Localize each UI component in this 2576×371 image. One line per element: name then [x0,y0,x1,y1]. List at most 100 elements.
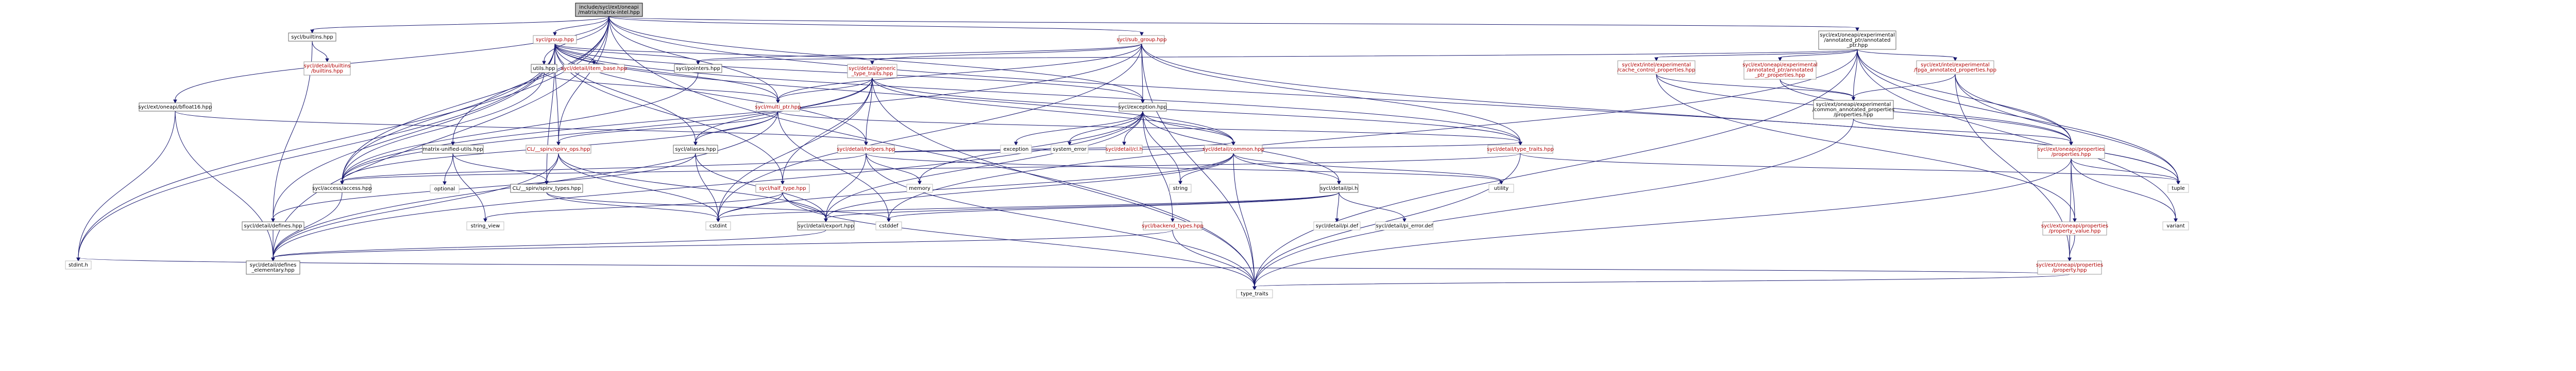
edge-backend-types-to-defines-elementary [273,229,1173,258]
node-root[interactable]: include/sycl/ext/oneapi/matrix/matrix-in… [575,3,643,17]
node-builtins[interactable]: sycl/builtins.hpp [288,32,336,42]
node-pointers[interactable]: sycl/pointers.hpp [674,64,722,73]
edge-matrix-unified-utils-to-string-view [452,153,486,219]
node-sub-group[interactable]: sycl/sub_group.hpp [1117,35,1167,44]
edge-oneapi-properties-to-type-traits [1254,158,2072,287]
edge-arrowhead [776,99,780,104]
node-spirv-types[interactable]: CL/__spirv/spirv_types.hpp [510,184,583,193]
node-box [1488,184,1514,193]
edge-detail-common-to-export [825,153,1234,219]
edge-arrowhead [1014,142,1018,146]
node-box [1375,221,1434,231]
node-label: sycl/ext/oneapi/properties [2041,223,2108,229]
edge-property-to-cstdint-h [78,257,2070,275]
node-annotated-ptr[interactable]: sycl/ext/oneapi/experimental/annotated_p… [1818,30,1896,50]
edge-arrowhead [696,61,700,65]
node-cl-h[interactable]: sycl/detail/cl.h [1106,145,1143,154]
node-box [1204,145,1263,154]
node-label: cstdint [709,223,727,229]
node-matrix-unified-utils[interactable]: matrix-unified-utils.hpp [422,145,484,154]
edge-fpga-props-to-common-props [1853,74,1956,98]
edge-multi-ptr-to-spirv-ops [558,111,778,143]
edge-helpers-to-memory [866,153,920,182]
node-label: /builtins.hpp [311,68,343,74]
edge-group-to-access [342,43,555,182]
node-detail-defines[interactable]: sycl/detail/defines.hpp [242,221,304,231]
edge-annotated-ptr-to-cstddef [888,49,1858,219]
node-type-traits-hpp[interactable]: sycl/detail/type_traits.hpp [1487,145,1554,154]
node-box [1813,100,1894,119]
edge-sub-group-to-multi-ptr [777,43,1142,100]
edge-generic-type-traits-to-type-traits-hpp [872,77,1521,143]
node-cache-control[interactable]: sycl/ext/intel/experimental/cache_contro… [1617,60,1696,75]
edge-arrowhead [443,181,447,186]
node-annotated-ptr-props[interactable]: sycl/ext/oneapi/experimental/annotated_p… [1742,60,1818,80]
edge-half-type-to-export [782,192,826,219]
node-box [466,221,504,231]
edge-arrowhead [1122,142,1126,146]
node-detail-builtins[interactable]: sycl/detail/builtins/builtins.hpp [303,61,351,76]
node-aliases[interactable]: sycl/aliases.hpp [673,145,718,154]
edge-type-traits-hpp-to-type-traits [1254,153,1521,287]
node-common-props[interactable]: sycl/ext/oneapi/experimental/common_anno… [1812,100,1894,119]
edge-fpga-props-to-tuple [1955,74,2179,182]
node-optional: optional [430,184,460,193]
node-label: sycl/exception.hpp [1118,104,1167,110]
edge-helpers-to-export [825,153,867,219]
node-cstdint: cstdint [705,221,731,231]
node-label: matrix-unified-utils.hpp [422,147,483,152]
node-exception[interactable]: sycl/exception.hpp [1118,102,1167,112]
node-box [674,64,722,73]
node-string-view: string_view [466,221,504,231]
node-box [242,221,304,231]
node-oneapi-properties[interactable]: sycl/ext/oneapi/properties/properties.hp… [2037,145,2105,159]
node-label: sycl/multi_ptr.hpp [755,104,801,110]
node-label: CL/__spirv/spirv_ops.hpp [527,147,590,152]
node-generic-type-traits[interactable]: sycl/detail/generic_type_traits.hpp [847,64,897,78]
node-item-base[interactable]: sycl/detail/item_base.hpp [561,64,627,73]
node-fpga-props[interactable]: sycl/ext/intel/experimental/fpga_annotat… [1914,60,1996,75]
node-helpers[interactable]: sycl/detail/helpers.hpp [837,145,895,154]
node-property[interactable]: sycl/ext/oneapi/properties/property.hpp [2036,260,2103,275]
node-label: sycl/group.hpp [536,37,574,43]
node-export[interactable]: sycl/detail/export.hpp [797,221,855,231]
node-backend-types[interactable]: sycl/backend_types.hpp [1142,221,1204,231]
node-property-value[interactable]: sycl/ext/oneapi/properties/property_valu… [2041,221,2108,236]
edge-group-to-detail-defines [273,43,555,219]
node-pi-h[interactable]: sycl/detail/pi.h [1319,184,1359,193]
node-box [531,64,557,73]
edge-sub-group-to-tuple [1141,43,2179,182]
node-label: sycl/half_type.hpp [759,186,806,191]
edge-detail-common-to-pi-h [1233,153,1340,182]
node-bfloat16[interactable]: sycl/ext/oneapi/bfloat16.hpp [139,102,212,112]
edge-arrowhead [173,99,177,104]
edge-arrowhead [2069,142,2073,146]
node-exception-std: exception [1000,145,1032,154]
node-label: sycl/detail/type_traits.hpp [1487,147,1554,152]
edge-multi-ptr-to-aliases [695,111,778,143]
node-defines-elementary[interactable]: sycl/detail/defines_elementary.hpp [246,260,300,275]
edge-sub-group-to-type-traits [1141,43,1255,287]
node-spirv-ops[interactable]: CL/__spirv/spirv_ops.hpp [526,145,591,154]
node-box [1313,221,1361,231]
node-access[interactable]: sycl/access/access.hpp [312,184,372,193]
edge-arrowhead [2176,181,2180,185]
node-box [756,102,800,112]
edge-oneapi-properties-to-tuple [2071,158,2179,182]
node-box [563,64,625,73]
node-half-type[interactable]: sycl/half_type.hpp [755,184,810,193]
edge-arrowhead [2174,218,2178,223]
node-label: utility [1494,186,1509,191]
node-label: sycl/access/access.hpp [312,186,372,191]
node-detail-common[interactable]: sycl/detail/common.hpp [1202,145,1264,154]
edge-pi-h-to-cstdint [718,192,1340,219]
node-utils[interactable]: utils.hpp [531,64,557,73]
edge-arrowhead [870,61,874,65]
node-utility: utility [1488,184,1514,193]
node-label: sycl/ext/intel/experimental [1921,62,1990,68]
node-variant: variant [2162,221,2189,231]
node-group[interactable]: sycl/group.hpp [533,35,577,44]
node-label: sycl/ext/oneapi/experimental [1820,32,1895,38]
node-multi-ptr[interactable]: sycl/multi_ptr.hpp [755,102,801,112]
